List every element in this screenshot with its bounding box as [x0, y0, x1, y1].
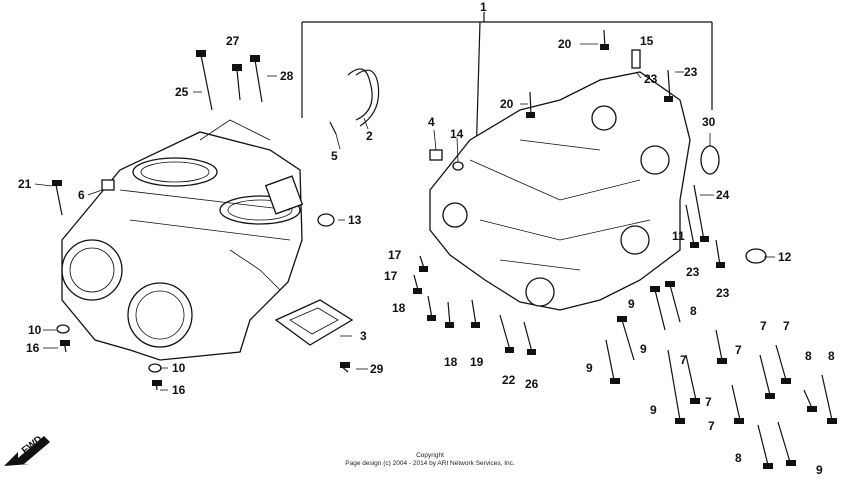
hose — [347, 68, 373, 121]
plug — [429, 149, 443, 161]
callout-26[interactable]: 26 — [525, 377, 539, 391]
callout-23b[interactable]: 23 — [644, 72, 658, 86]
callout-28[interactable]: 28 — [280, 69, 294, 83]
callout-17b[interactable]: 17 — [384, 269, 398, 283]
copyright-title: Copyright — [416, 452, 444, 459]
callout-7c[interactable]: 7 — [735, 343, 742, 357]
callout-18b[interactable]: 18 — [444, 355, 458, 369]
callout-16b[interactable]: 16 — [172, 383, 186, 397]
callout-7a[interactable]: 7 — [760, 319, 767, 333]
callout-7b[interactable]: 7 — [783, 319, 790, 333]
callout-8c[interactable]: 8 — [828, 349, 835, 363]
callout-7d[interactable]: 7 — [705, 395, 712, 409]
callout-23c[interactable]: 23 — [686, 265, 700, 279]
callout-9d[interactable]: 9 — [650, 403, 657, 417]
callout-7e[interactable]: 7 — [708, 419, 715, 433]
callout-13[interactable]: 13 — [348, 213, 362, 227]
callout-8d[interactable]: 8 — [735, 451, 742, 465]
callout-19[interactable]: 19 — [470, 355, 484, 369]
callout-8b[interactable]: 8 — [805, 349, 812, 363]
callout-12[interactable]: 12 — [778, 250, 792, 264]
callout-3[interactable]: 3 — [360, 329, 367, 343]
small-washer — [452, 161, 464, 171]
callout-4[interactable]: 4 — [428, 115, 435, 129]
sensor — [101, 179, 115, 191]
callout-15[interactable]: 15 — [640, 34, 654, 48]
leader-lines — [34, 43, 775, 391]
callout-17a[interactable]: 17 — [388, 248, 402, 262]
callout-7f[interactable]: 7 — [680, 353, 687, 367]
forward-arrow-icon — [4, 436, 50, 466]
callout-8a[interactable]: 8 — [690, 304, 697, 318]
callout-30[interactable]: 30 — [702, 115, 716, 129]
oil-seal — [700, 145, 720, 175]
copyright-notice: Copyright Page design (c) 2004 - 2014 by… — [300, 452, 560, 468]
callout-9a[interactable]: 9 — [628, 297, 635, 311]
callout-24[interactable]: 24 — [716, 188, 730, 202]
callout-21[interactable]: 21 — [18, 177, 32, 191]
callout-20b[interactable]: 20 — [500, 97, 514, 111]
callout-9e[interactable]: 9 — [816, 463, 823, 477]
callout-14[interactable]: 14 — [450, 127, 464, 141]
o-ring — [317, 213, 335, 227]
washer — [745, 248, 767, 264]
callout-10b[interactable]: 10 — [172, 361, 186, 375]
cover-plate — [274, 299, 354, 346]
callout-18a[interactable]: 18 — [392, 301, 406, 315]
copyright-text: Page design (c) 2004 - 2014 by ARI Netwo… — [345, 460, 515, 467]
callout-25[interactable]: 25 — [175, 85, 189, 99]
forward-indicator: FWD — [2, 434, 60, 470]
callout-11[interactable]: 11 — [672, 229, 685, 243]
callout-22[interactable]: 22 — [502, 373, 516, 387]
callout-20a[interactable]: 20 — [558, 37, 572, 51]
bolts — [52, 29, 837, 469]
callout-29[interactable]: 29 — [370, 362, 384, 376]
callout-2[interactable]: 2 — [366, 129, 373, 143]
crankcase — [429, 71, 691, 311]
callout-1[interactable]: 1 — [480, 0, 487, 14]
callout-9c[interactable]: 9 — [586, 361, 593, 375]
callout-10a[interactable]: 10 — [28, 323, 42, 337]
callout-23d[interactable]: 23 — [716, 286, 730, 300]
dowel-pin — [631, 49, 641, 69]
callout-6[interactable]: 6 — [78, 188, 85, 202]
callout-23a[interactable]: 23 — [684, 65, 698, 79]
callout-16a[interactable]: 16 — [26, 341, 40, 355]
hose-outline — [355, 69, 380, 127]
callout-9b[interactable]: 9 — [640, 342, 647, 356]
cylinder-block — [61, 119, 304, 361]
callout-5[interactable]: 5 — [331, 149, 338, 163]
callout-27[interactable]: 27 — [226, 34, 240, 48]
